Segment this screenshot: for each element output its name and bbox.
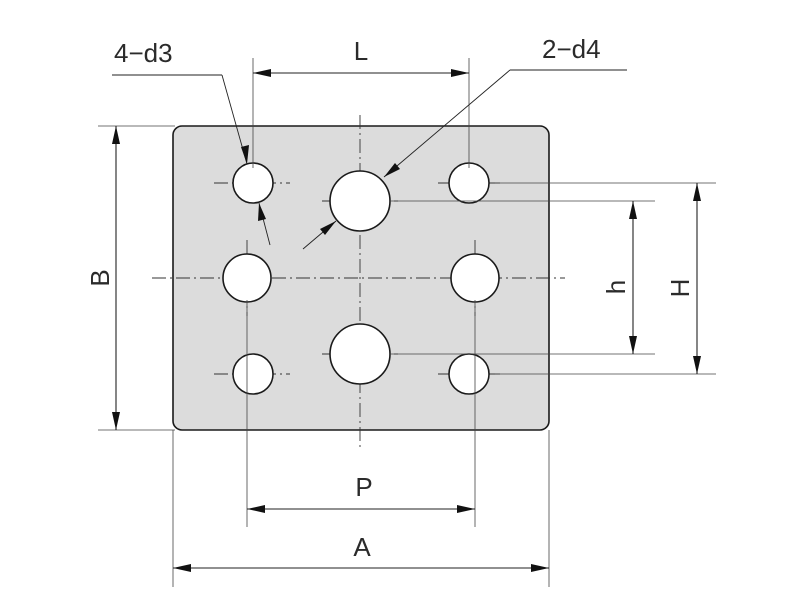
dimension-A-label: A [353, 532, 371, 562]
dimension-L: L [253, 36, 469, 77]
dimension-P-label: P [355, 472, 372, 502]
hole-mid-right [450, 253, 500, 303]
dimension-P: P [247, 472, 475, 513]
dimension-H: H [665, 183, 701, 374]
callout-d3-label: 4−d3 [114, 38, 173, 68]
dimension-A: A [173, 532, 549, 572]
dimension-L-label: L [354, 36, 368, 66]
dimension-H-label: H [665, 279, 695, 298]
dimension-B-label: B [85, 269, 115, 286]
hole-d3-bottom-right [448, 353, 490, 395]
dimension-B: B [85, 126, 120, 430]
hole-d3-bottom-left [232, 353, 274, 395]
extension-lines [98, 58, 716, 587]
hole-d4-top [329, 170, 391, 232]
callout-d4-label: 2−d4 [542, 34, 601, 64]
dimension-h-label: h [601, 280, 631, 294]
callout-d3: 4−d3 [112, 38, 271, 246]
callout-d4: 2−d4 [302, 34, 627, 250]
hole-d3-top-right [448, 162, 490, 204]
dimension-h: h [601, 201, 637, 354]
hole-mid-left [222, 253, 272, 303]
hole-d3-top-left [232, 162, 274, 204]
hole-d4-bottom [329, 323, 391, 385]
